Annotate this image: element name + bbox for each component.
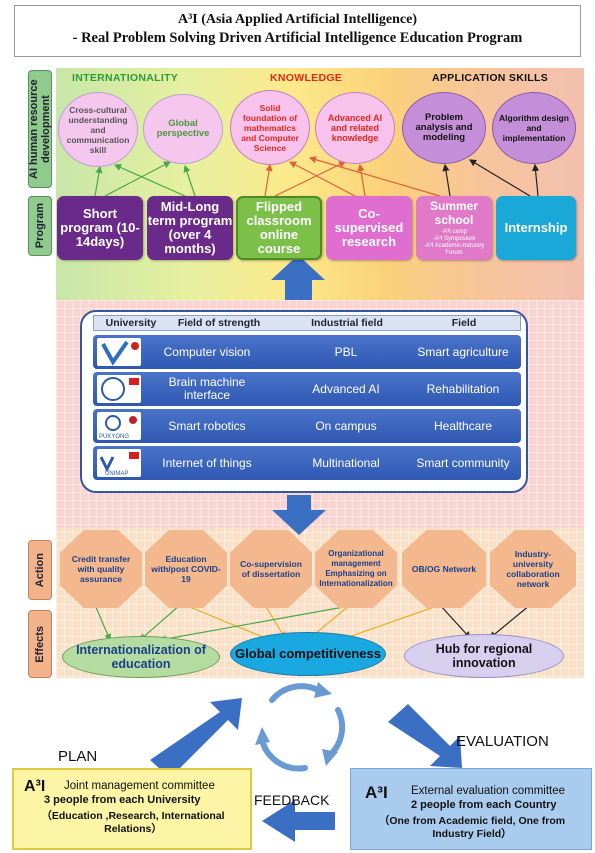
- program-cosupervised: Co-supervised research: [326, 196, 412, 260]
- side-label-development: AI human resource development: [28, 70, 52, 188]
- table-header: University Field of strength Industrial …: [93, 315, 521, 331]
- university-logo: PUKYONG: [97, 412, 141, 440]
- pukyong-logo-icon: PUKYONG: [99, 415, 137, 440]
- col-field: Field: [451, 316, 477, 329]
- plan-label: PLAN: [58, 748, 98, 765]
- row-field: Rehabilitation: [426, 381, 500, 396]
- joint-members: 3 people from each University: [44, 794, 201, 806]
- skill-math-cs: Solid foundation of mathematics and Comp…: [230, 90, 310, 165]
- row-strength: Internet of things: [162, 455, 252, 470]
- up-arrow: [271, 255, 325, 300]
- joint-title: Joint management committee: [64, 780, 215, 792]
- effect-internationalization: Internationalization of education: [62, 636, 220, 678]
- skill-global-perspective: Global perspective: [143, 94, 223, 164]
- down-arrow: [272, 495, 326, 535]
- seal-logo-icon: [101, 377, 139, 401]
- side-label-effects: Effects: [28, 610, 52, 678]
- col-field-of-strength: Field of strength: [177, 316, 261, 329]
- feedback-label: FEEDBACK: [254, 792, 330, 808]
- program-summer: Summer school ·A³I camp ·A³I Symposium ·…: [416, 196, 492, 260]
- external-committee-box: A³I External evaluation committee 2 peop…: [350, 768, 592, 850]
- university-logo: [97, 338, 141, 366]
- row-industrial: On campus: [315, 418, 377, 433]
- external-title: External evaluation committee: [411, 785, 566, 797]
- table-row: PUKYONG Smart robotics On campus Healthc…: [93, 409, 521, 443]
- table-row: Brain machine interface Advanced AI Reha…: [93, 372, 521, 406]
- feedback-arrow: [262, 800, 335, 842]
- skill-problem-analysis: Problem analysis and modeling: [402, 92, 486, 164]
- program-midlong: Mid-Long term program (over 4 months): [147, 196, 233, 260]
- program-internship: Internship: [496, 196, 576, 260]
- university-logo: UNIMAP: [97, 449, 141, 477]
- unimap-logo-icon: UNIMAP: [99, 452, 139, 477]
- col-university: University: [105, 316, 157, 329]
- skill-algorithm-design: Algorithm design and implementation: [492, 92, 576, 164]
- plan-arrow: [150, 698, 242, 778]
- row-strength: Brain machine interface: [168, 375, 246, 402]
- side-label-action: Action: [28, 540, 52, 600]
- development-background: [56, 68, 584, 308]
- action-industry-university: Industry-university collaboration networ…: [490, 530, 576, 608]
- action-ob-og-network: OB/OG Network: [402, 530, 486, 608]
- skill-cross-cultural: Cross-cultural understanding and communi…: [58, 92, 138, 167]
- joint-committee-box: A³I Joint management committee 3 people …: [12, 768, 252, 850]
- program-short: Short program (10-14days): [57, 196, 143, 260]
- effect-hub-innovation: Hub for regional innovation: [404, 634, 564, 678]
- title-line-2: - Real Problem Solving Driven Artificial…: [72, 30, 523, 46]
- program-summer-item-3: ·A³I Academic-Industry Forum: [423, 243, 485, 256]
- v-logo-icon: [101, 340, 139, 366]
- header-internationality: INTERNATIONALITY: [72, 72, 179, 84]
- evaluation-arrow: [388, 704, 462, 768]
- row-field: Smart community: [416, 455, 510, 470]
- action-credit-transfer: Credit transfer with quality assurance: [60, 530, 142, 608]
- program-summer-item-2: ·A³I Symposium: [432, 236, 476, 242]
- row-industrial: Multinational: [312, 455, 380, 470]
- program-summer-item-1: ·A³I camp: [440, 229, 467, 235]
- action-organizational-management: Organizational management Emphasizing on…: [315, 530, 397, 608]
- title-box: A³I (Asia Applied Artificial Intelligenc…: [14, 5, 581, 57]
- evaluation-label: EVALUATION: [456, 733, 549, 750]
- row-strength: Smart robotics: [168, 418, 246, 433]
- row-strength: Computer vision: [163, 344, 251, 359]
- header-application: APPLICATION SKILLS: [432, 72, 549, 84]
- row-industrial: Advanced AI: [312, 381, 380, 396]
- unimap-logo-text: UNIMAP: [105, 471, 128, 477]
- table-row: UNIMAP Internet of things Multinational …: [93, 446, 521, 480]
- action-education-covid: Education with/post COVID-19: [145, 530, 227, 608]
- external-members: 2 people from each Country: [411, 799, 557, 811]
- pukyong-logo-text: PUKYONG: [99, 434, 129, 440]
- external-detail: （One from Academic field, One from Indus…: [378, 815, 566, 840]
- title-line-1: A³I (Asia Applied Artificial Intelligenc…: [177, 12, 418, 27]
- action-co-supervision: Co-supervision of dissertation: [230, 530, 312, 608]
- joint-logo: A³I: [24, 778, 46, 795]
- row-industrial: PBL: [334, 344, 358, 359]
- effect-global-competitiveness: Global competitiveness: [230, 632, 386, 676]
- col-industrial-field: Industrial field: [311, 316, 383, 329]
- program-flipped: Flipped classroom online course: [236, 196, 322, 260]
- skill-advanced-ai: Advanced AI and related knowledge: [315, 92, 395, 164]
- external-logo: A³I: [365, 783, 388, 802]
- row-field: Smart agriculture: [417, 344, 509, 359]
- row-field: Healthcare: [433, 418, 493, 433]
- program-summer-title: Summer school: [429, 199, 479, 227]
- university-logo: [97, 375, 141, 403]
- table-row: Computer vision PBL Smart agriculture: [93, 335, 521, 369]
- joint-detail: （Education ,Research, International Rela…: [41, 810, 225, 835]
- header-knowledge: KNOWLEDGE: [270, 72, 343, 84]
- side-label-program: Program: [28, 196, 52, 256]
